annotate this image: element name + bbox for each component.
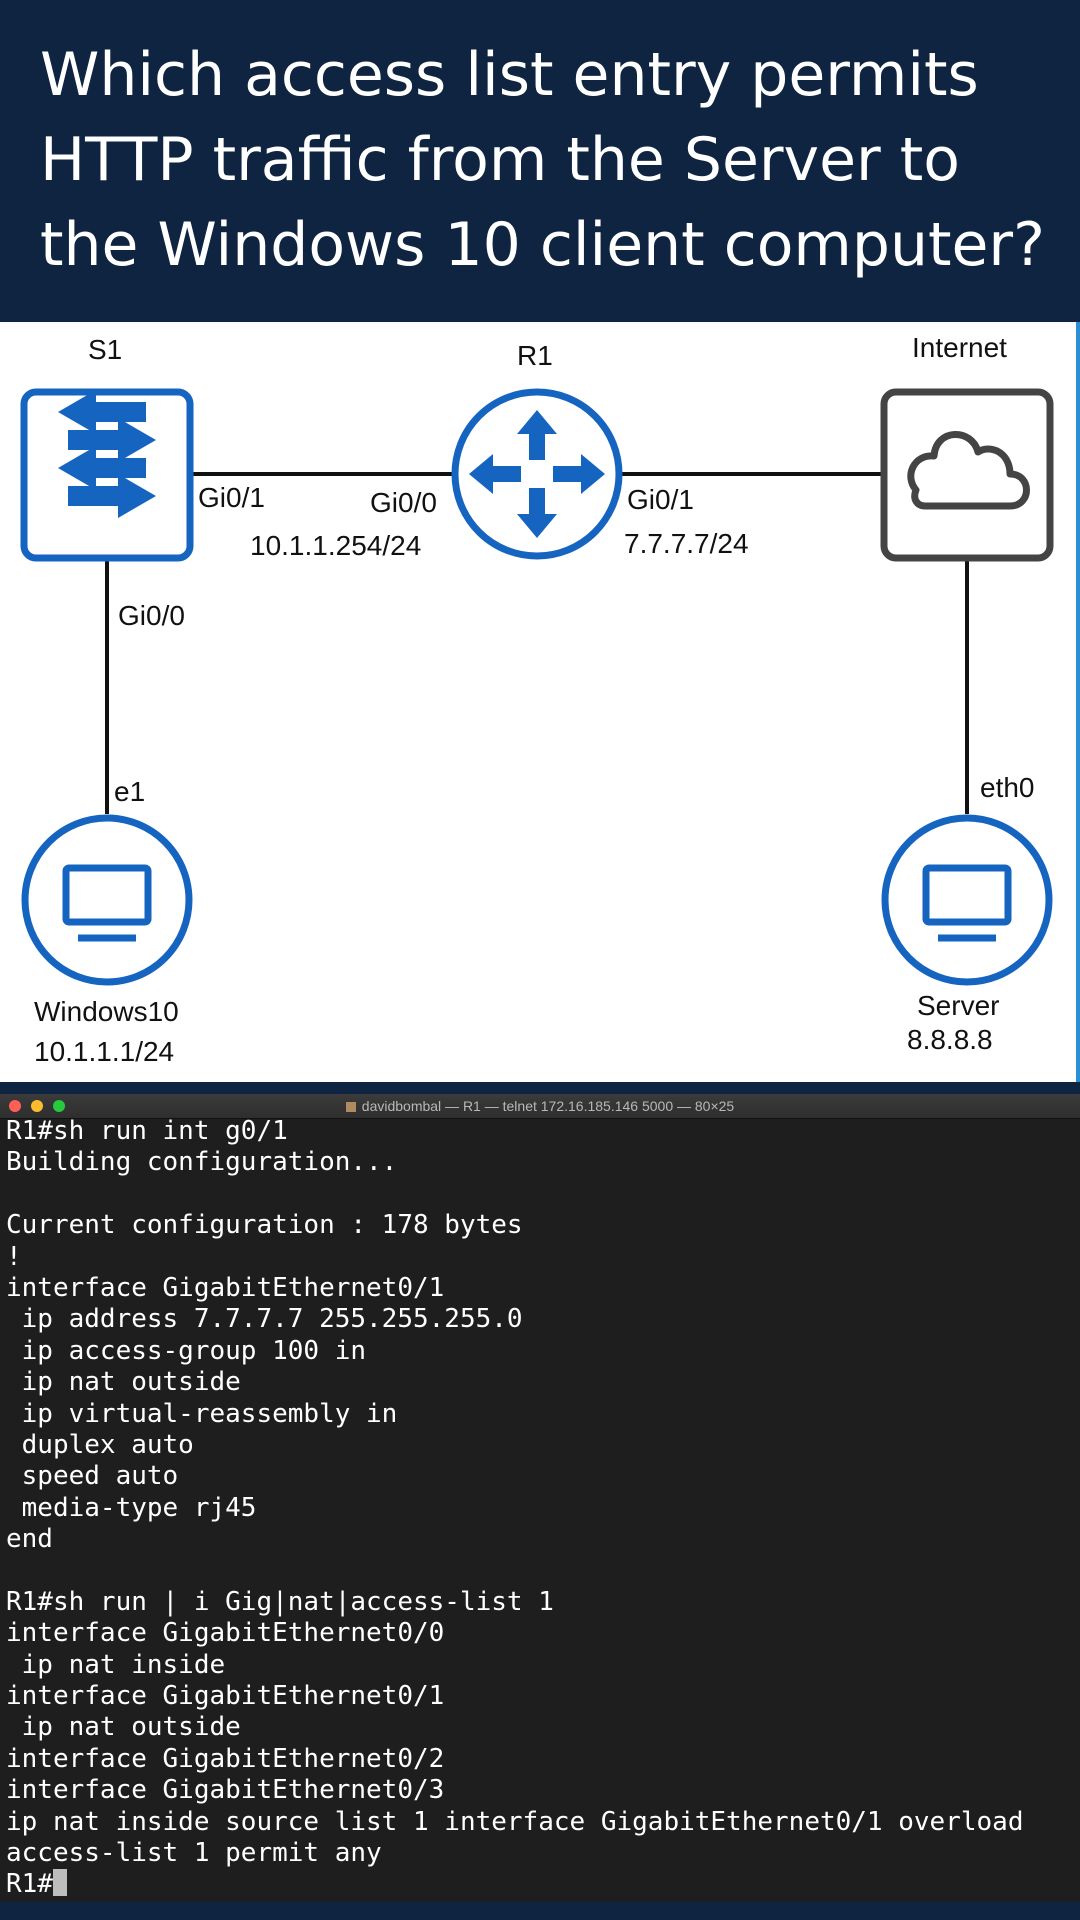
home-folder-icon (345, 1102, 356, 1112)
internet-label: Internet (912, 332, 1007, 363)
network-diagram: S1 R1 Internet Gi0/1 Gi0/0 10.1.1.254/24… (0, 322, 1076, 1082)
topology-svg (20, 388, 1054, 986)
terminal-window[interactable]: davidbombal — R1 — telnet 172.16.185.146… (0, 1094, 1080, 1902)
server-ip-label: 8.8.8.8 (907, 1024, 993, 1055)
terminal-line: ip nat outside (6, 1367, 241, 1398)
terminal-line: ip nat inside source list 1 interface Gi… (6, 1806, 1024, 1837)
terminal-prompt: R1# (6, 1869, 53, 1900)
terminal-line: interface GigabitEthernet0/0 (6, 1618, 445, 1649)
question-line-3: the Windows 10 client computer? (40, 210, 1045, 280)
terminal-line: interface GigabitEthernet0/3 (6, 1775, 445, 1806)
server-iface-label: eth0 (980, 772, 1035, 803)
minimize-window-button[interactable] (31, 1100, 43, 1112)
terminal-line: speed auto (6, 1461, 179, 1492)
terminal-line: R1#sh run | i Gig|nat|access-list 1 (6, 1586, 554, 1617)
windows-pc-icon (21, 814, 193, 986)
r1-gi00-label: Gi0/0 (370, 487, 437, 518)
terminal-line: ip virtual-reassembly in (6, 1398, 398, 1429)
r1-gi00-ip: 10.1.1.254/24 (250, 530, 422, 561)
s1-gi01-label: Gi0/1 (198, 482, 265, 513)
server-name-label: Server (917, 990, 1000, 1021)
r1-gi01-label: Gi0/1 (627, 484, 694, 515)
terminal-line: ip access-group 100 in (6, 1335, 367, 1366)
windows-ip-label: 10.1.1.1/24 (34, 1036, 175, 1067)
terminal-titlebar[interactable]: davidbombal — R1 — telnet 172.16.185.146… (0, 1094, 1080, 1119)
terminal-title-text: davidbombal — R1 — telnet 172.16.185.146… (361, 1098, 735, 1114)
terminal-line: R1#sh run int g0/1 (6, 1116, 288, 1146)
diagram-border (1076, 322, 1080, 1082)
terminal-cursor (52, 1869, 67, 1897)
s1-label: S1 (88, 334, 123, 365)
terminal-line: ip nat inside (6, 1649, 226, 1680)
terminal-line: ip nat outside (6, 1712, 241, 1743)
terminal-line: Current configuration : 178 bytes (6, 1210, 523, 1241)
terminal-line: Building configuration... (6, 1147, 398, 1178)
windows-name-label: Windows10 (34, 996, 179, 1027)
cloud-icon (880, 388, 1054, 562)
bottom-bar (0, 1902, 1080, 1920)
terminal-line: end (6, 1524, 53, 1555)
terminal-line: interface GigabitEthernet0/1 (6, 1681, 445, 1712)
question-line-2: HTTP traffic from the Server to (40, 125, 960, 195)
terminal-line: duplex auto (6, 1429, 194, 1460)
switch-icon (20, 388, 194, 562)
terminal-title: davidbombal — R1 — telnet 172.16.185.146… (0, 1094, 1080, 1118)
server-pc-icon (881, 814, 1053, 986)
terminal-line: interface GigabitEthernet0/1 (6, 1272, 445, 1303)
terminal-line: ip address 7.7.7.7 255.255.255.0 (6, 1304, 523, 1335)
terminal-line (6, 1555, 1076, 1586)
terminal-output[interactable]: R1#sh run int g0/1 Building configuratio… (6, 1116, 1076, 1901)
r1-gi01-ip: 7.7.7.7/24 (624, 528, 749, 559)
terminal-line (6, 1179, 1076, 1210)
question-header: Which access list entry permits HTTP tra… (0, 0, 1080, 320)
zoom-window-button[interactable] (53, 1100, 65, 1112)
router-icon (451, 388, 623, 560)
windows-iface-label: e1 (114, 776, 146, 807)
r1-label: R1 (517, 340, 553, 371)
terminal-line: interface GigabitEthernet0/2 (6, 1743, 445, 1774)
terminal-line: access-list 1 permit any (6, 1837, 382, 1868)
terminal-prompt-line[interactable]: R1# (6, 1869, 1076, 1900)
terminal-line: media-type rj45 (6, 1492, 257, 1523)
terminal-line: ! (6, 1241, 22, 1272)
s1-gi00-label: Gi0/0 (118, 600, 185, 631)
close-window-button[interactable] (9, 1100, 21, 1112)
question-line-1: Which access list entry permits (40, 40, 979, 110)
